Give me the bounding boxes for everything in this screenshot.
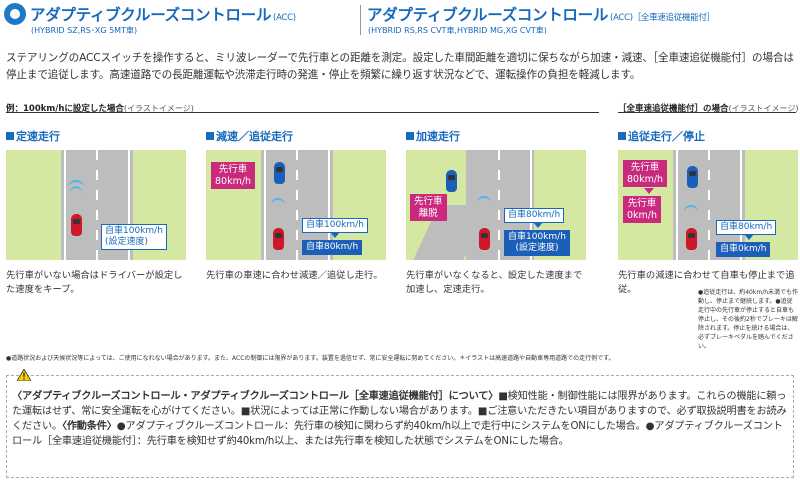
- example-left-rule: [6, 112, 599, 113]
- example-right-label: ［全車速追従機能付］の場合(イラストイメージ): [618, 104, 799, 114]
- own-speed-label: 自車100km/h (設定速度): [101, 224, 167, 250]
- warning-icon: [17, 369, 31, 381]
- arrow-down-icon: [744, 234, 754, 240]
- lead-car-icon: [687, 166, 698, 188]
- intro-text: ステアリングのACCスイッチを操作すると、ミリ波レーダーで先行車との距離を測定。…: [6, 52, 794, 81]
- own-car-icon: [71, 214, 82, 236]
- footnote: ●道路状況および天候状況等によっては、ご使用になれない場合があります。また、AC…: [6, 355, 615, 362]
- warning-box: [6, 375, 794, 478]
- desc-stop-detail: ●追従走行は、約40km/h未満でも作動し、停止まで継続します。●追従走行中の先…: [698, 289, 799, 350]
- desc-stop: 先行車の減速に合わせて自車も停止まで追従。: [618, 270, 795, 295]
- lead-car-icon: [446, 170, 457, 192]
- illustration-stop: 先行車 80km/h 先行車 0km/h 自車80km/h 自車0km/h: [618, 150, 798, 260]
- header-divider: [360, 5, 361, 35]
- lead-leave-label: 先行車 離脱: [410, 194, 447, 221]
- arrow-down-icon: [330, 232, 340, 238]
- condition-body: ●アダプティブクルーズコントロール：先行車の検知に関わらず約40km/h以上で走…: [12, 421, 783, 447]
- desc-accelerate: 先行車がいなくなると、設定した速度まで加速し、定速走行。: [406, 270, 583, 295]
- panel-title-stop: 追従走行／停止: [618, 128, 705, 144]
- arrow-down-icon: [644, 188, 654, 194]
- own-speed-before: 自車80km/h: [504, 208, 565, 223]
- arrow-down-icon: [533, 222, 543, 228]
- lead-speed-label: 先行車 80km/h: [211, 162, 256, 189]
- subtitle-acc: (HYBRID SZ,RS･XG 5MT車): [31, 26, 138, 35]
- panel-title-cruise: 定速走行: [6, 128, 60, 144]
- own-speed-after: 自車0km/h: [716, 242, 771, 257]
- example-right-rule: [618, 112, 796, 113]
- acc-logo-icon: [4, 3, 26, 25]
- desc-cruise: 先行車がいない場合はドライバーが設定した速度をキープ。: [6, 270, 183, 295]
- radar-waves-icon: [68, 180, 84, 194]
- panel-title-follow: 減速／追従走行: [206, 128, 293, 144]
- warning-body: ■検知性能・制御性能には限界があります。これらの機能に頼った運転はせず、常に安全…: [12, 391, 787, 432]
- own-car-icon: [273, 228, 284, 250]
- own-speed-before: 自車100km/h: [302, 218, 368, 233]
- illustration-cruise: 自車100km/h (設定速度): [6, 150, 186, 260]
- lead-speed-after: 先行車 0km/h: [623, 196, 662, 223]
- own-speed-after: 自車80km/h: [302, 240, 363, 255]
- lead-speed-before: 先行車 80km/h: [623, 160, 668, 187]
- own-car-icon: [479, 228, 490, 250]
- warning-heading: 〈アダプティブクルーズコントロール・アダプティブクルーズコントロール［全車速追従…: [12, 391, 499, 402]
- illustration-follow: 先行車 80km/h 自車100km/h 自車80km/h: [206, 150, 386, 260]
- warning-text: 〈アダプティブクルーズコントロール・アダプティブクルーズコントロール［全車速追従…: [12, 389, 790, 449]
- desc-follow: 先行車の車速に合わせ減速／追従し走行。: [206, 270, 383, 281]
- example-left-label: 例：100km/hに設定した場合(イラストイメージ): [6, 104, 194, 114]
- title-acc-full-speed: アダプティブクルーズコントロール(ACC)［全車速追従機能付］: [367, 6, 715, 24]
- own-car-icon: [686, 228, 697, 250]
- header: アダプティブクルーズコントロール(ACC) (HYBRID SZ,RS･XG 5…: [0, 0, 800, 42]
- condition-heading: 〈作動条件〉: [61, 421, 117, 432]
- panel-title-accelerate: 加速走行: [406, 128, 460, 144]
- title-acc: アダプティブクルーズコントロール(ACC): [30, 6, 296, 24]
- own-speed-before: 自車80km/h: [716, 220, 777, 235]
- own-speed-after: 自車100km/h (設定速度): [504, 230, 570, 256]
- illustration-accelerate: 先行車 離脱 自車80km/h 自車100km/h (設定速度): [406, 150, 586, 260]
- subtitle-acc-full-speed: (HYBRID RS,RS CVT車,HYBRID MG,XG CVT車): [368, 26, 547, 35]
- lead-car-icon: [274, 162, 285, 184]
